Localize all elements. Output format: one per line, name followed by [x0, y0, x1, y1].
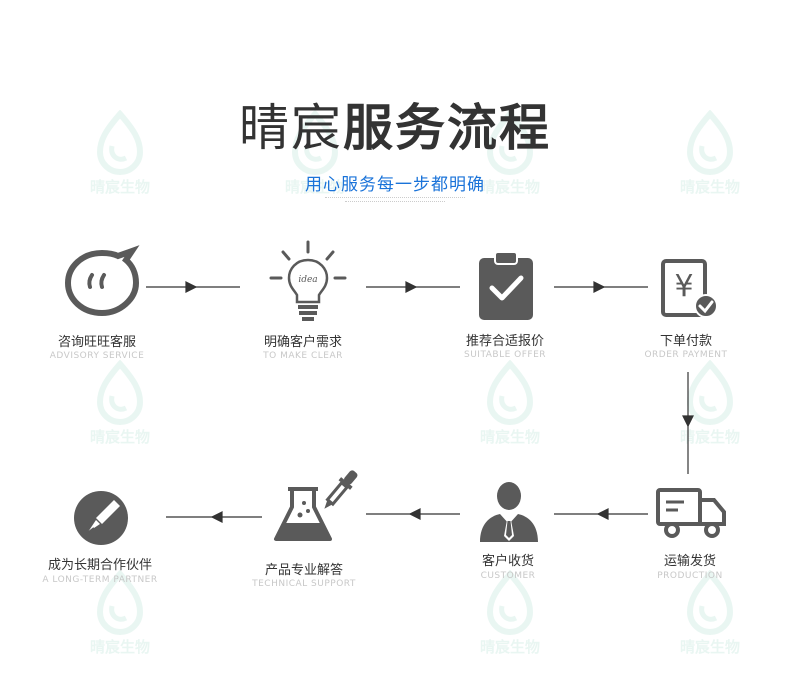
- watermark-logo: 晴宸生物: [80, 569, 160, 664]
- svg-text:晴宸生物: 晴宸生物: [90, 428, 150, 446]
- step-offer: 推荐合适报价 SUITABLE OFFER: [415, 250, 595, 375]
- subtitle: 用心服务每一步都明确: [305, 175, 485, 195]
- step-payment: ¥ 下单付款 ORDER PAYMENT: [596, 258, 776, 375]
- step-partner: 成为长期合作伙伴 A LONG-TERM PARTNER: [10, 490, 190, 594]
- svg-text:晴宸生物: 晴宸生物: [90, 178, 150, 196]
- watermark-logo: 晴宸生物: [80, 359, 160, 454]
- step-label-en: ORDER PAYMENT: [644, 350, 728, 360]
- yuan-receipt-icon: ¥: [661, 259, 718, 318]
- watermark-logo: 晴宸生物: [670, 569, 750, 664]
- svg-text:晴宸生物: 晴宸生物: [680, 638, 740, 656]
- svg-text:晴宸生物: 晴宸生物: [480, 638, 540, 656]
- watermark-logo: 晴宸生物: [670, 359, 750, 454]
- flask-dropper-icon: [274, 470, 358, 541]
- svg-text:晴宸生物: 晴宸生物: [680, 428, 740, 446]
- arrow-right-2: [405, 281, 418, 293]
- arrow-right-3: [593, 281, 606, 293]
- step-label-cn: 运输发货: [663, 554, 716, 569]
- step-label-en: CUSTOMER: [480, 571, 536, 581]
- step-label-en: TO MAKE CLEAR: [263, 351, 343, 361]
- watermark-logo: 晴宸生物: [80, 109, 160, 204]
- step-receive: 客户收货 CUSTOMER: [418, 480, 598, 594]
- arrow-right-1: [185, 281, 198, 293]
- arrow-left-6: [408, 508, 421, 520]
- step-shipping: 运输发货 PRODUCTION: [600, 484, 780, 594]
- pen-nib-icon: [74, 491, 128, 545]
- chat-face-icon: [64, 245, 140, 317]
- step-label-en: SUITABLE OFFER: [463, 350, 547, 360]
- watermark-logo: 晴宸生物: [470, 109, 550, 204]
- title-light: 晴宸: [239, 99, 343, 157]
- page-title: 晴宸服务流程: [0, 88, 790, 160]
- svg-text:晴宸生物: 晴宸生物: [480, 428, 540, 446]
- step-label-cn: 客户收货: [481, 554, 534, 569]
- svg-text:晴宸生物: 晴宸生物: [680, 178, 740, 196]
- watermark-logo: 晴宸生物: [275, 109, 355, 204]
- arrow-left-7: [210, 511, 223, 523]
- svg-text:晴宸生物: 晴宸生物: [480, 178, 540, 196]
- step-advisory: 咨询旺旺客服 ADVISORY SERVICE: [7, 245, 187, 375]
- idea-bulb-icon: idea: [269, 240, 347, 321]
- step-label-en: TECHNICAL SUPPORT: [252, 579, 356, 589]
- svg-text:¥: ¥: [674, 269, 693, 304]
- step-label-cn: 产品专业解答: [264, 563, 343, 578]
- title-bold: 服务流程: [343, 99, 551, 157]
- arrow-left-5: [596, 508, 609, 520]
- svg-text:晴宸生物: 晴宸生物: [90, 638, 150, 656]
- step-label-en: A LONG-TERM PARTNER: [42, 575, 158, 585]
- clipboard-check-icon: [479, 251, 533, 320]
- watermark-logo: 晴宸生物: [470, 569, 550, 664]
- arrow-down-4: [682, 415, 694, 428]
- step-clarify: idea 明确客户需求 TO MAKE CLEAR: [213, 240, 393, 375]
- truck-icon: [656, 488, 726, 538]
- step-tech-support: 产品专业解答 TECHNICAL SUPPORT: [218, 465, 398, 594]
- step-label-en: ADVISORY SERVICE: [49, 351, 145, 361]
- step-label-cn: 推荐合适报价: [465, 334, 544, 349]
- watermark-logo: 晴宸生物: [470, 359, 550, 454]
- watermark-logo: 晴宸生物: [670, 109, 750, 204]
- svg-text:idea: idea: [298, 275, 317, 285]
- step-label-cn: 明确客户需求: [263, 335, 342, 350]
- person-tie-icon: [480, 482, 538, 542]
- decorative-fine-print: [0, 197, 790, 202]
- step-label-cn: 成为长期合作伙伴: [47, 558, 152, 573]
- step-label-cn: 下单付款: [659, 334, 712, 349]
- step-label-en: PRODUCTION: [657, 571, 723, 581]
- step-label-cn: 咨询旺旺客服: [57, 335, 136, 350]
- svg-text:晴宸生物: 晴宸生物: [285, 178, 345, 196]
